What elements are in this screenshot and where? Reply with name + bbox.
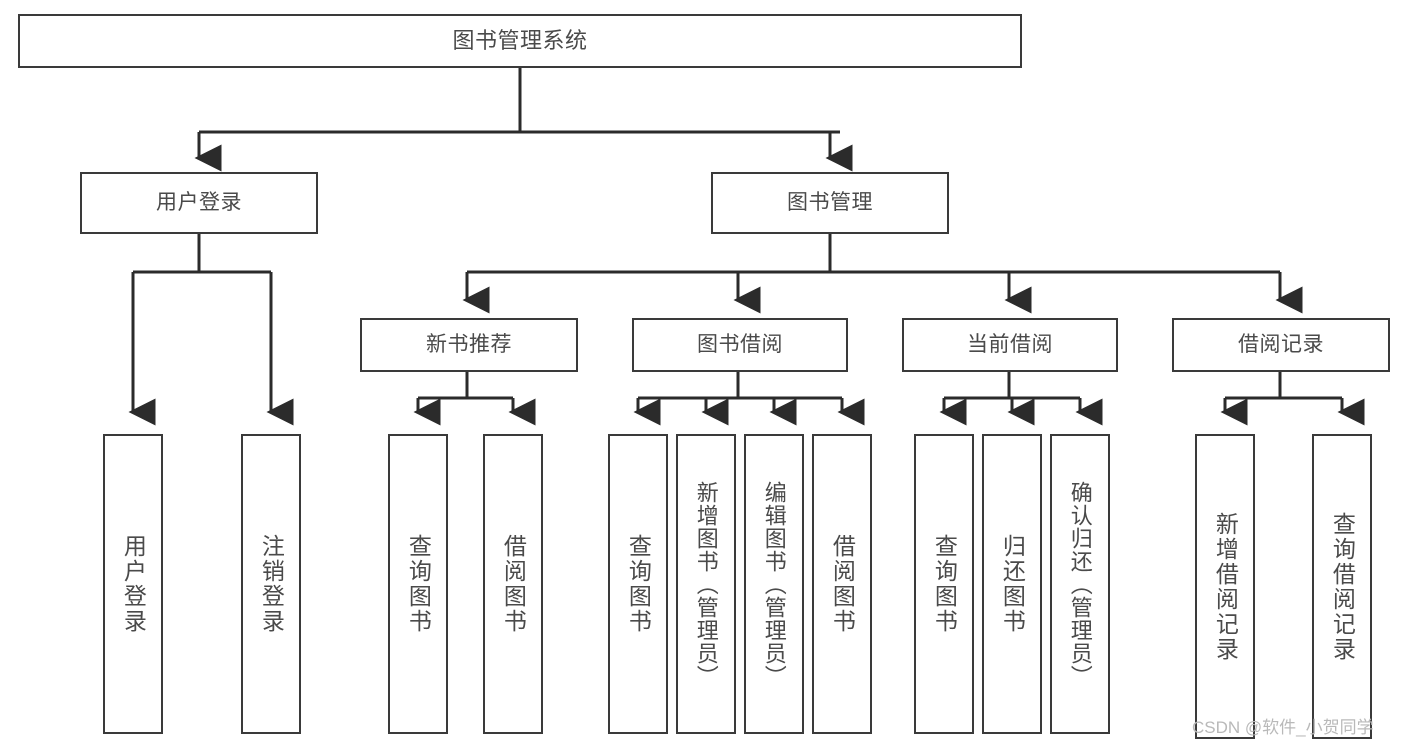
node-label: 查询图书 xyxy=(405,534,432,634)
node-label: 借阅记录 xyxy=(1238,332,1324,356)
node-borrow-record[interactable]: 借阅记录 xyxy=(1172,318,1390,372)
node-book-borrow[interactable]: 图书借阅 xyxy=(632,318,848,372)
node-root-system[interactable]: 图书管理系统 xyxy=(18,14,1022,68)
leaf-book-borrow-edit[interactable]: 编辑图书（管理员） xyxy=(744,434,804,734)
node-label: 编辑图书（管理员） xyxy=(761,480,787,688)
node-new-book-recommend[interactable]: 新书推荐 xyxy=(360,318,578,372)
node-label: 当前借阅 xyxy=(967,332,1053,356)
leaf-current-borrow-return[interactable]: 归还图书 xyxy=(982,434,1042,734)
node-label: 新增图书（管理员） xyxy=(693,480,719,688)
node-book-management[interactable]: 图书管理 xyxy=(711,172,949,234)
leaf-book-borrow-borrow[interactable]: 借阅图书 xyxy=(812,434,872,734)
node-user-login[interactable]: 用户登录 xyxy=(80,172,318,234)
leaf-user-login-logout[interactable]: 注销登录 xyxy=(241,434,301,734)
node-label: 图书管理系统 xyxy=(452,28,588,54)
node-label: 新书推荐 xyxy=(426,332,512,356)
node-label: 借阅图书 xyxy=(500,534,527,634)
leaf-user-login-login[interactable]: 用户登录 xyxy=(103,434,163,734)
node-label: 用户登录 xyxy=(156,190,242,214)
leaf-borrow-record-add[interactable]: 新增借阅记录 xyxy=(1195,434,1255,739)
node-label: 归还图书 xyxy=(999,534,1026,634)
leaf-book-borrow-query[interactable]: 查询图书 xyxy=(608,434,668,734)
node-label: 确认归还（管理员） xyxy=(1067,480,1093,688)
leaf-new-book-query[interactable]: 查询图书 xyxy=(388,434,448,734)
node-label: 查询借阅记录 xyxy=(1329,511,1356,662)
node-label: 借阅图书 xyxy=(829,534,856,634)
node-current-borrow[interactable]: 当前借阅 xyxy=(902,318,1118,372)
csdn-watermark: CSDN @软件_小贺同学 xyxy=(1192,718,1374,737)
leaf-book-borrow-add[interactable]: 新增图书（管理员） xyxy=(676,434,736,734)
node-label: 注销登录 xyxy=(258,534,285,634)
node-label: 新增借阅记录 xyxy=(1212,511,1239,662)
node-label: 图书管理 xyxy=(787,190,873,214)
leaf-current-borrow-confirm[interactable]: 确认归还（管理员） xyxy=(1050,434,1110,734)
leaf-current-borrow-query[interactable]: 查询图书 xyxy=(914,434,974,734)
node-label: 查询图书 xyxy=(931,534,958,634)
node-label: 查询图书 xyxy=(625,534,652,634)
leaf-new-book-borrow[interactable]: 借阅图书 xyxy=(483,434,543,734)
node-label: 用户登录 xyxy=(120,534,147,634)
leaf-borrow-record-query[interactable]: 查询借阅记录 xyxy=(1312,434,1372,739)
node-label: 图书借阅 xyxy=(697,332,783,356)
